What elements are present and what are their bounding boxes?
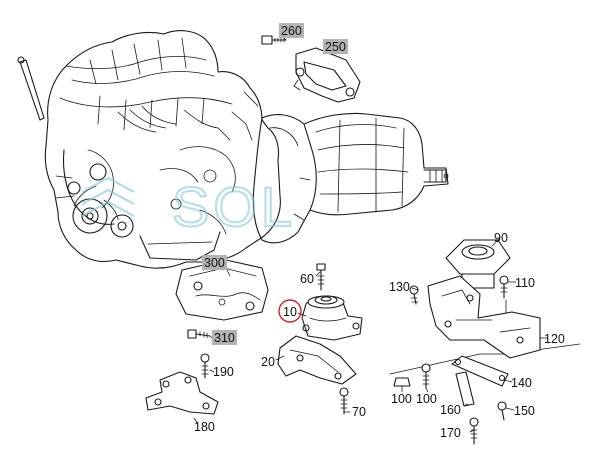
bolt-60[interactable] bbox=[316, 263, 326, 291]
svg-text:250: 250 bbox=[325, 40, 346, 54]
watermark: SOL bbox=[81, 174, 296, 239]
engine-mount-10[interactable] bbox=[301, 295, 363, 341]
bracket-250[interactable] bbox=[293, 47, 361, 103]
svg-text:70: 70 bbox=[352, 405, 366, 419]
brace-140[interactable] bbox=[451, 355, 509, 387]
callout-180[interactable]: 180 bbox=[194, 420, 215, 434]
watermark-logo-icon bbox=[81, 176, 135, 217]
svg-text:90: 90 bbox=[494, 231, 508, 245]
callout-140[interactable]: 140 bbox=[511, 376, 532, 390]
callout-100-b[interactable]: 100 bbox=[416, 392, 437, 406]
bracket-180[interactable] bbox=[145, 371, 219, 415]
svg-text:180: 180 bbox=[194, 420, 215, 434]
svg-text:160: 160 bbox=[440, 403, 461, 417]
svg-text:140: 140 bbox=[511, 376, 532, 390]
bolt-70[interactable] bbox=[339, 387, 349, 415]
callout-labels: 260 250 300 310 60 10 20 bbox=[194, 23, 565, 440]
callout-70[interactable]: 70 bbox=[352, 405, 366, 419]
bolt-260[interactable] bbox=[261, 35, 287, 45]
svg-text:310: 310 bbox=[214, 331, 235, 345]
bolt-100-b[interactable] bbox=[421, 363, 431, 389]
svg-text:150: 150 bbox=[514, 404, 535, 418]
svg-text:120: 120 bbox=[544, 332, 565, 346]
svg-text:300: 300 bbox=[204, 256, 225, 270]
callout-60[interactable]: 60 bbox=[300, 272, 314, 286]
brace-160[interactable] bbox=[455, 371, 475, 407]
callout-130[interactable]: 130 bbox=[389, 280, 410, 294]
callout-150[interactable]: 150 bbox=[514, 404, 535, 418]
callout-310[interactable]: 310 bbox=[212, 330, 237, 345]
callout-190[interactable]: 190 bbox=[213, 365, 234, 379]
svg-text:10: 10 bbox=[283, 305, 297, 319]
bracket-20[interactable] bbox=[277, 335, 357, 385]
svg-text:170: 170 bbox=[440, 426, 461, 440]
bolt-190[interactable] bbox=[200, 353, 210, 379]
callout-90[interactable]: 90 bbox=[494, 231, 508, 245]
callout-260[interactable]: 260 bbox=[279, 23, 304, 38]
red-circle-mark bbox=[278, 299, 302, 323]
crossmember-120[interactable] bbox=[427, 275, 541, 359]
svg-text:100: 100 bbox=[391, 392, 412, 406]
svg-text:190: 190 bbox=[213, 365, 234, 379]
callout-250[interactable]: 250 bbox=[323, 39, 348, 54]
bolt-150[interactable] bbox=[497, 401, 507, 421]
callout-120[interactable]: 120 bbox=[544, 332, 565, 346]
watermark-text: SOL bbox=[172, 175, 296, 238]
bolt-170[interactable] bbox=[469, 417, 479, 445]
callout-170[interactable]: 170 bbox=[440, 426, 461, 440]
svg-text:60: 60 bbox=[300, 272, 314, 286]
callout-10[interactable]: 10 bbox=[278, 299, 302, 323]
bolt-310[interactable] bbox=[187, 329, 211, 339]
svg-text:260: 260 bbox=[281, 24, 302, 38]
engine-assembly bbox=[17, 30, 449, 269]
callout-160[interactable]: 160 bbox=[440, 403, 461, 417]
callout-100-a[interactable]: 100 bbox=[391, 392, 412, 406]
callout-20[interactable]: 20 bbox=[261, 355, 275, 369]
callout-300[interactable]: 300 bbox=[202, 255, 227, 270]
mount-90[interactable] bbox=[445, 239, 511, 289]
svg-text:100: 100 bbox=[416, 392, 437, 406]
svg-text:20: 20 bbox=[261, 355, 275, 369]
svg-text:110: 110 bbox=[515, 276, 535, 290]
bolt-110[interactable] bbox=[499, 275, 509, 299]
svg-text:130: 130 bbox=[389, 280, 410, 294]
nut-100-a[interactable] bbox=[393, 377, 411, 387]
callout-110[interactable]: 110 bbox=[515, 276, 535, 290]
